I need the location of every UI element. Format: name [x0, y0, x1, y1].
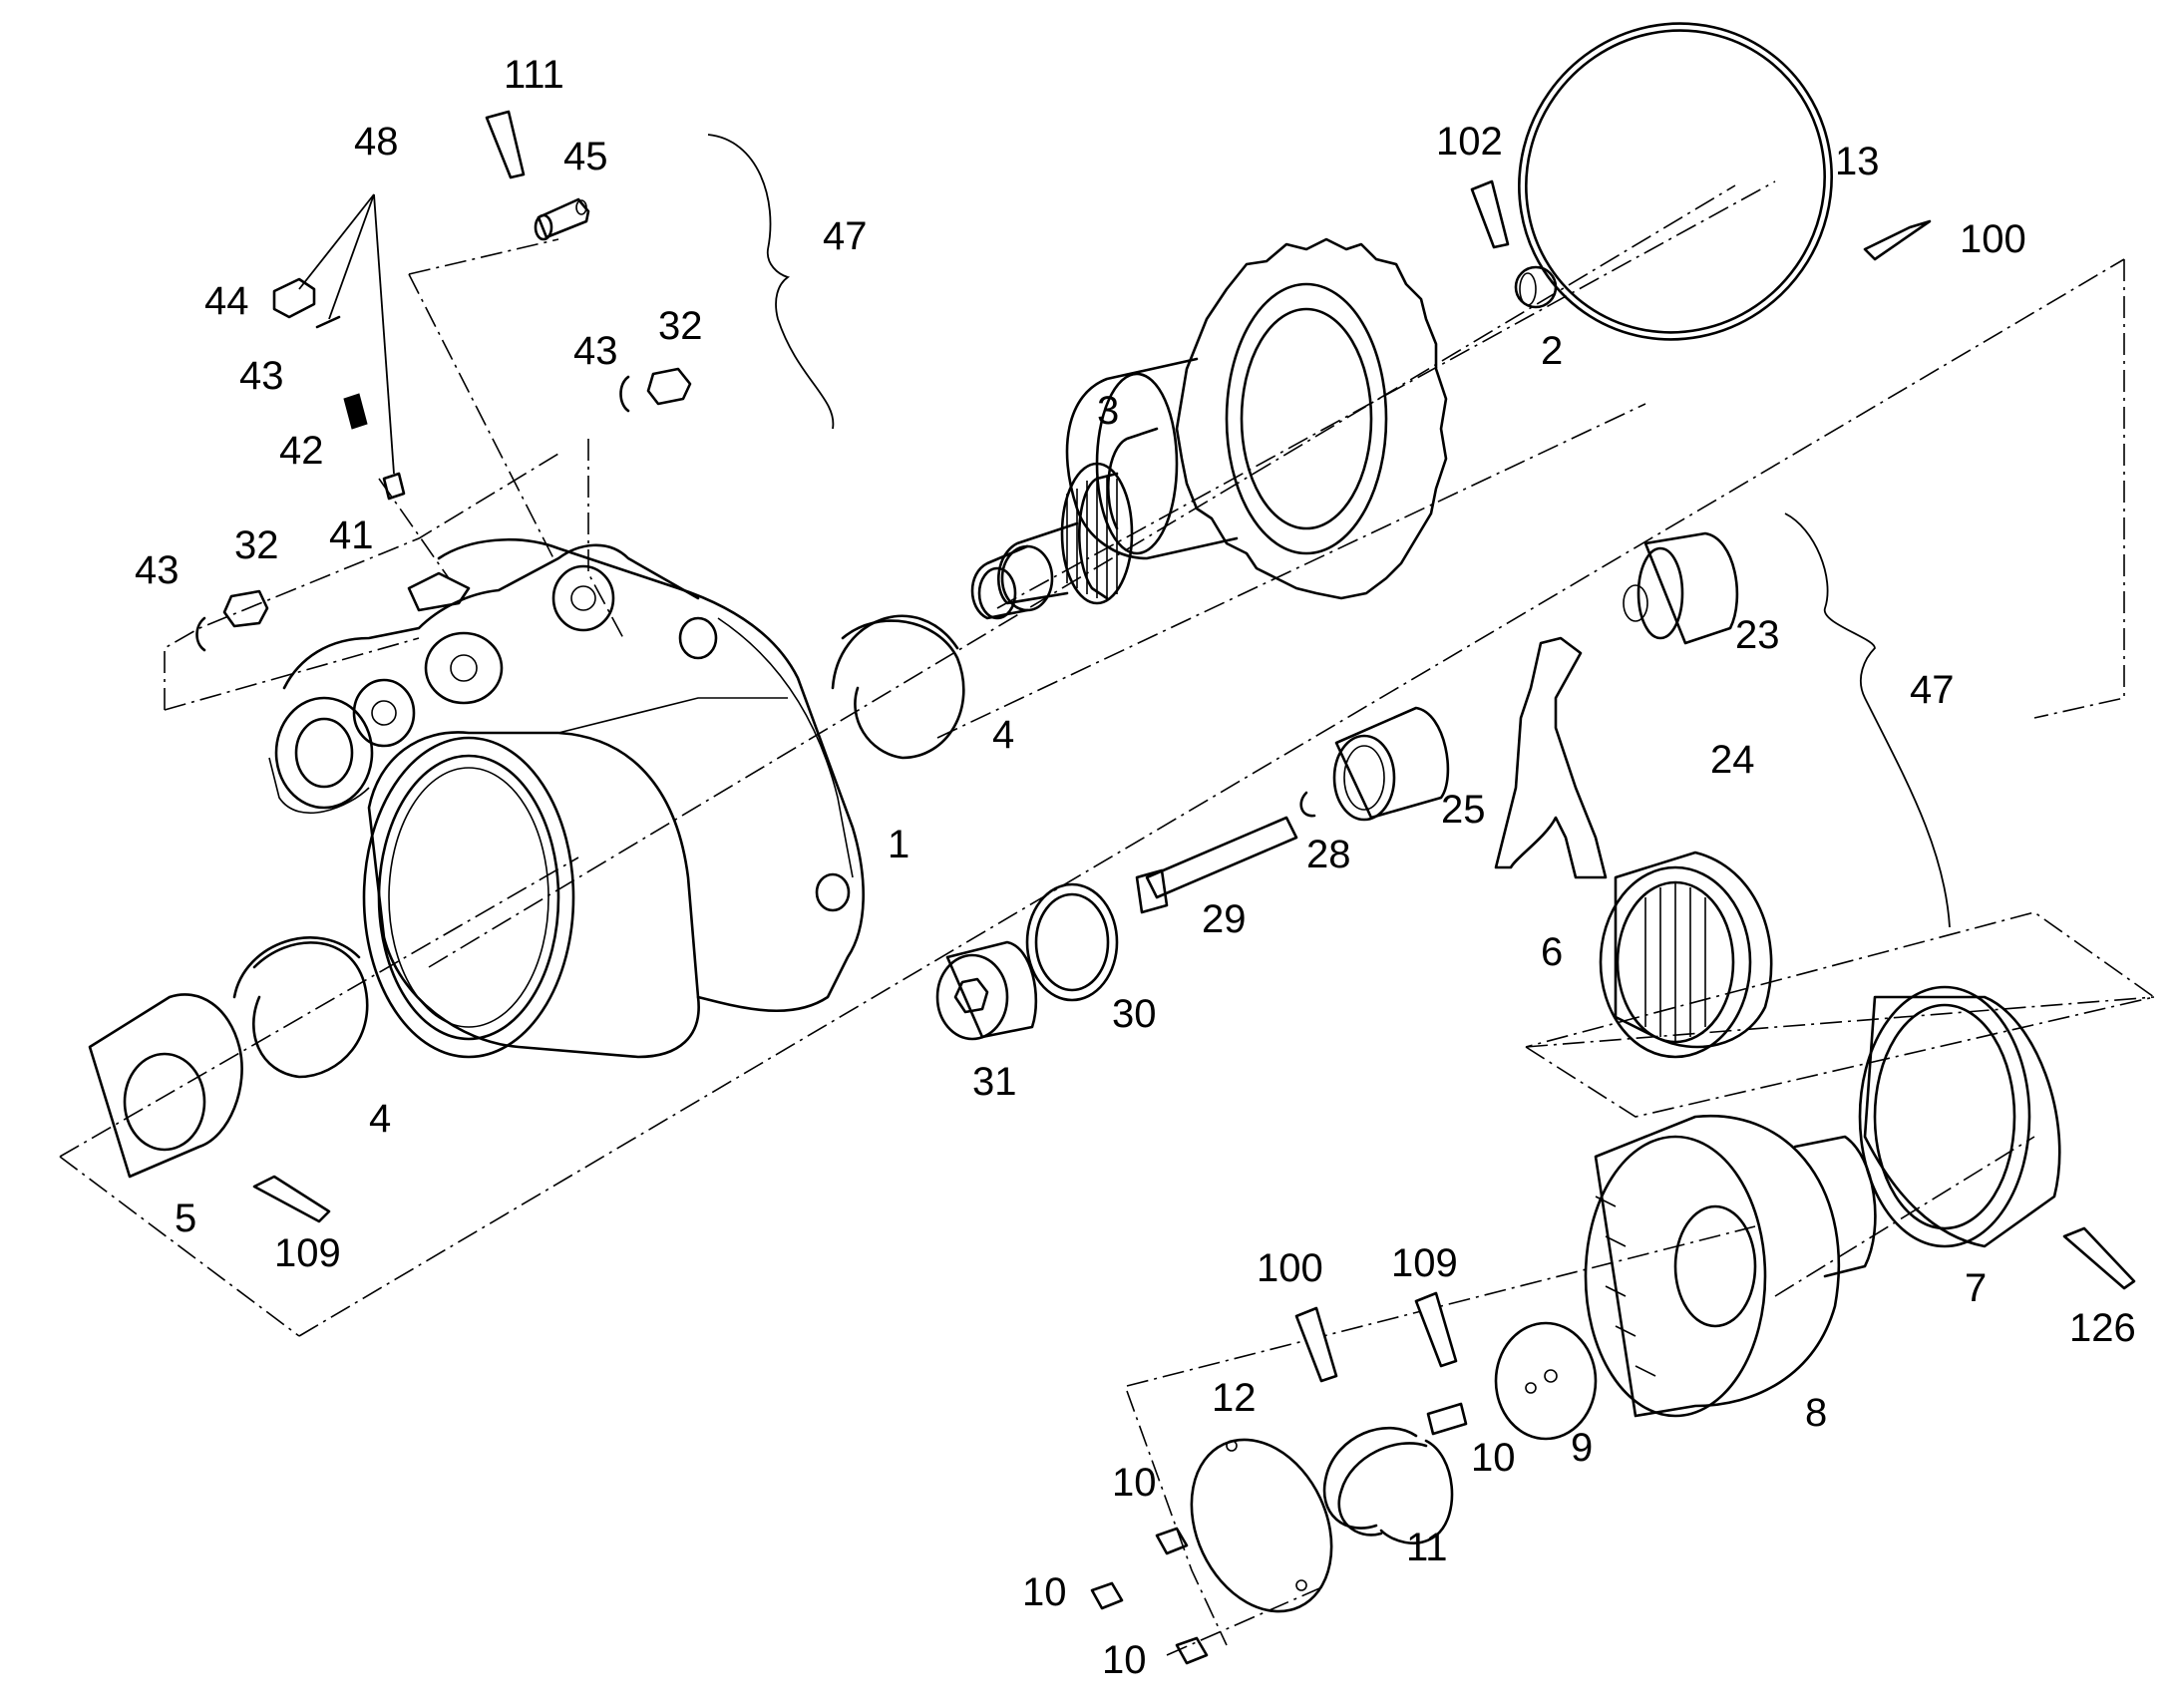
label-45: 45	[563, 135, 608, 178]
label-12: 12	[1212, 1376, 1257, 1420]
label-31: 31	[972, 1060, 1017, 1104]
label-25: 25	[1441, 788, 1486, 832]
label-47-lower: 47	[1910, 668, 1955, 712]
label-6: 6	[1541, 930, 1563, 974]
label-48: 48	[354, 120, 399, 164]
label-13: 13	[1835, 140, 1880, 183]
label-4-a: 4	[992, 713, 1014, 757]
label-43-a: 43	[239, 354, 284, 398]
label-30: 30	[1112, 992, 1157, 1036]
label-111: 111	[504, 53, 564, 97]
label-29: 29	[1202, 897, 1247, 941]
label-3: 3	[1097, 389, 1119, 433]
label-4-b: 4	[369, 1097, 391, 1141]
shaft-gear	[970, 237, 1448, 620]
label-9: 9	[1571, 1426, 1593, 1470]
label-47-upper: 47	[823, 214, 868, 258]
housing	[268, 538, 865, 1059]
label-42: 42	[279, 429, 324, 473]
label-23: 23	[1735, 613, 1780, 657]
label-44: 44	[204, 279, 249, 323]
ring-13	[1518, 22, 1833, 341]
label-1: 1	[888, 823, 909, 866]
applicator-symbols	[252, 110, 2136, 1383]
label-102: 102	[1436, 120, 1503, 164]
label-10-c: 10	[1022, 1570, 1067, 1614]
small-parts	[88, 197, 2061, 1665]
label-109-b: 109	[1391, 1241, 1458, 1285]
label-109-a: 109	[274, 1231, 341, 1275]
label-100-b: 100	[1257, 1246, 1323, 1290]
label-32-b: 32	[234, 523, 279, 567]
label-2: 2	[1541, 329, 1563, 373]
label-43-b: 43	[573, 329, 618, 373]
label-5: 5	[175, 1196, 196, 1240]
label-7: 7	[1965, 1266, 1987, 1310]
label-28: 28	[1306, 833, 1351, 876]
part-labels: 111 48 45 47 44 43 43 32 42 41 43 32 1 4…	[135, 53, 2136, 1682]
label-100-a: 100	[1960, 217, 2026, 261]
label-32-a: 32	[658, 304, 703, 348]
label-126: 126	[2069, 1306, 2136, 1350]
label-24: 24	[1710, 738, 1755, 782]
label-41: 41	[329, 513, 374, 557]
label-10-b: 10	[1112, 1461, 1157, 1505]
label-10-d: 10	[1102, 1638, 1147, 1682]
label-43-c: 43	[135, 548, 180, 592]
label-10-a: 10	[1471, 1436, 1516, 1480]
label-11: 11	[1406, 1526, 1448, 1569]
leader-lines	[298, 134, 1951, 928]
label-8: 8	[1805, 1391, 1827, 1435]
